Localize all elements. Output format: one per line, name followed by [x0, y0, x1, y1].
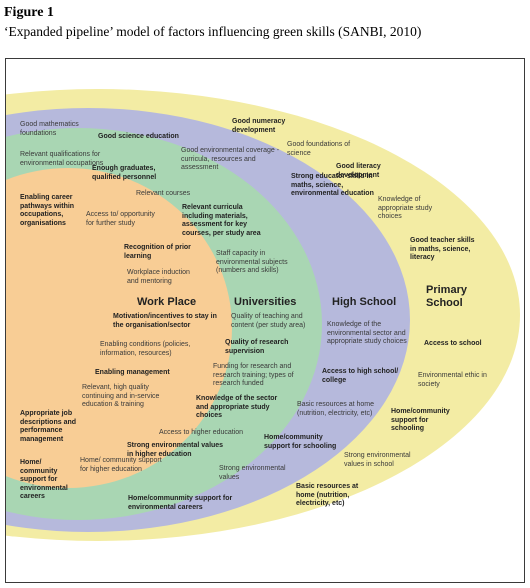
good-env-coverage: Good environmental coverage - curricula,…	[181, 147, 280, 172]
good-numeracy-development: Good numeracy development	[232, 118, 286, 134]
good-science-education: Good science education	[98, 133, 179, 140]
motivation-incentives: Motivation/incentives to stay in the org…	[113, 313, 217, 329]
knowledge-env-sector: Knowledge of the environmental sector an…	[327, 321, 407, 346]
pipeline-rings	[6, 89, 520, 541]
access-to-school: Access to school	[424, 340, 482, 347]
environmental-ethic: Environmental ethic in society	[418, 372, 487, 388]
primary-school-title: Primary School	[426, 284, 467, 309]
quality-teaching: Quality of teaching and content (per stu…	[231, 313, 306, 329]
home-support-higher-ed: Home/ community support for higher educa…	[80, 457, 162, 473]
access-opportunity: Access to/ opportunity for further study	[86, 211, 155, 227]
basic-resources-home-high: Basic resources at home (nutrition, elec…	[297, 401, 375, 417]
relevant-curricula: Relevant curricula including materials, …	[182, 204, 261, 237]
universities-title: Universities	[234, 296, 297, 308]
enabling-career-pathways: Enabling career pathways within occupati…	[20, 194, 75, 227]
good-literacy-development: Good literacy development	[336, 163, 381, 179]
strong-values-higher-ed: Strong environmental values in higher ed…	[127, 442, 224, 458]
basic-resources-home-primary: Basic resources at home (nutrition, elec…	[296, 483, 359, 508]
high-school-title: High School	[332, 296, 397, 308]
enabling-conditions: Enabling conditions (policies, informati…	[100, 341, 191, 357]
good-foundations-science: Good foundations of science	[287, 141, 351, 157]
enabling-management: Enabling management	[95, 369, 170, 376]
strong-educator-skills: Strong educator skills in maths, science…	[291, 173, 374, 198]
strong-values-school: Strong environmental values in school	[344, 452, 411, 468]
relevant-courses: Relevant courses	[136, 190, 191, 197]
funding-research: Funding for research and research traini…	[213, 363, 294, 388]
workplace-induction: Workplace induction and mentoring	[127, 269, 190, 285]
work-place-ring	[6, 168, 232, 488]
knowledge-sector-study: Knowledge of the sector and appropriate …	[196, 395, 278, 420]
quality-supervision: Quality of research supervision	[225, 339, 289, 355]
job-descriptions: Appropriate job descriptions and perform…	[20, 410, 77, 443]
access-higher-education: Access to higher education	[159, 429, 244, 436]
knowledge-study-choices: Knowledge of appropriate study choices	[378, 196, 433, 221]
diagram-frame: Good mathematics foundations Good numera…	[5, 58, 525, 583]
good-teacher-skills: Good teacher skills in maths, science, l…	[410, 237, 475, 262]
strong-env-values: Strong environmental values	[219, 465, 286, 481]
home-support-careers-work: Home/ community support for environmenta…	[20, 459, 68, 501]
relevant-qualifications: Relevant qualifications for environmenta…	[20, 151, 104, 167]
relevant-training: Relevant, high quality continuing and in…	[82, 384, 160, 409]
good-maths-foundations: Good mathematics foundations	[20, 121, 79, 137]
work-place-title: Work Place	[137, 296, 197, 308]
figure-label: Figure 1	[4, 5, 54, 20]
staff-capacity: Staff capacity in environmental subjects…	[216, 250, 288, 275]
home-support-schooling-high: Home/community support for schooling	[264, 434, 337, 450]
recognition-prior-learning: Recognition of prior learning	[124, 244, 191, 260]
home-support-careers-high: Home/communmity support for environmenta…	[128, 495, 233, 511]
figure-caption: ‘Expanded pipeline’ model of factors inf…	[4, 24, 422, 39]
enough-graduates: Enough graduates, qualified personnel	[92, 165, 157, 181]
home-support-schooling-primary: Home/community support for schooling	[391, 408, 450, 433]
access-to-college: Access to high school/ college	[322, 368, 399, 384]
